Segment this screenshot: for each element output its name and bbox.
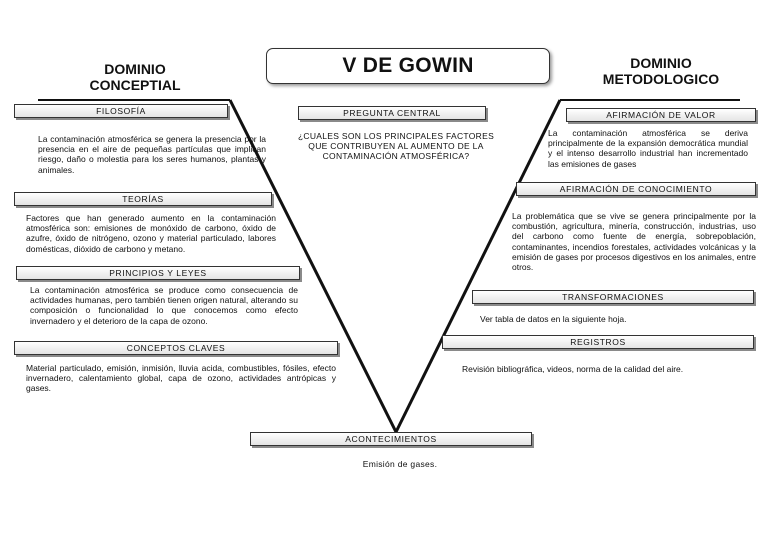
title-box: V DE GOWIN	[266, 48, 550, 84]
principios-label: PRINCIPIOS Y LEYES	[16, 266, 300, 280]
acontecimientos-label: ACONTECIMIENTOS	[250, 432, 532, 446]
filosofia-text: La contaminación atmosférica se genera l…	[38, 134, 266, 175]
afirmacion-conocimiento-label: AFIRMACIÓN DE CONOCIMIENTO	[516, 182, 756, 196]
acontecimientos-text: Emisión de gases.	[362, 459, 438, 469]
filosofia-label: FILOSOFÍA	[14, 104, 228, 118]
afirmacion-valor-text: La contaminación atmosférica se deriva p…	[548, 128, 748, 169]
conceptos-text: Material particulado, emisión, inmisión,…	[26, 363, 336, 394]
transformaciones-text: Ver tabla de datos en la siguiente hoja.	[480, 314, 627, 324]
principios-text: La contaminación atmosférica se produce …	[30, 285, 298, 326]
afirmacion-valor-label: AFIRMACIÓN DE VALOR	[566, 108, 756, 122]
transformaciones-label: TRANSFORMACIONES	[472, 290, 754, 304]
right-domain-heading: DOMINIO METODOLOGICO	[602, 55, 720, 87]
registros-label: REGISTROS	[442, 335, 754, 349]
afirmacion-conocimiento-text: La problemática que se vive se genera pr…	[512, 211, 756, 273]
conceptos-label: CONCEPTOS CLAVES	[14, 341, 338, 355]
pregunta-central-label: PREGUNTA CENTRAL	[298, 106, 486, 120]
page-title: V DE GOWIN	[342, 54, 474, 77]
teorias-text: Factores que han generado aumento en la …	[26, 213, 276, 254]
teorias-label: TEORÍAS	[14, 192, 272, 206]
pregunta-central-text: ¿CUALES SON LOS PRINCIPALES FACTORES QUE…	[297, 131, 495, 162]
left-domain-heading: DOMINIO CONCEPTIAL	[89, 61, 181, 93]
registros-text: Revisión bibliográfica, videos, norma de…	[462, 364, 684, 374]
